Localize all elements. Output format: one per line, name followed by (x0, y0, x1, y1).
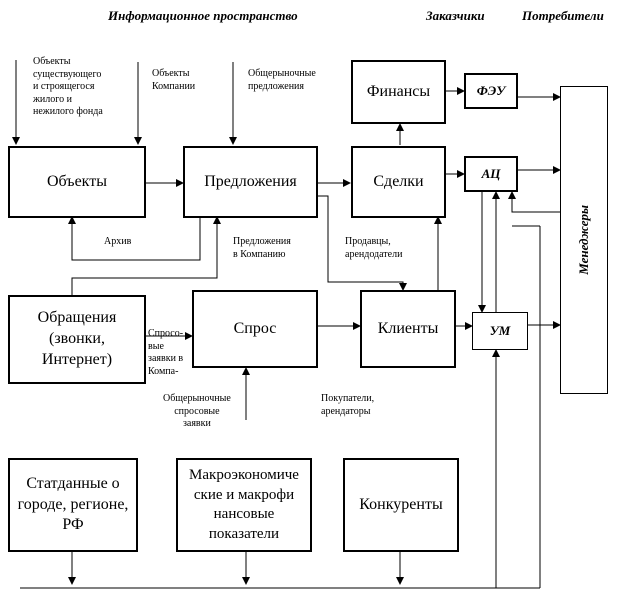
box-appeals: Обращения (звонки, Интернет) (8, 295, 146, 384)
header-customers: Заказчики (426, 8, 485, 23)
header-consumers: Потребители (522, 8, 604, 23)
label-archive: Архив (104, 236, 132, 247)
box-offers: Предложения (183, 146, 318, 218)
label-objects-existing: Объекты существующего и строящегося жило… (33, 56, 103, 117)
label-buyers-tenants: Покупатели, арендаторы (321, 393, 375, 417)
box-deals: Сделки (351, 146, 446, 218)
box-finances: Финансы (351, 60, 446, 124)
box-macro: Макроэкономиче ские и макрофи нансовые п… (176, 458, 312, 552)
box-demand: Спрос (192, 290, 318, 368)
label-demand-requests: Спросо- вые заявки в Компа- (148, 328, 184, 377)
box-um: УМ (472, 312, 528, 350)
header-info-space: Информационное пространство (108, 8, 298, 23)
label-sellers-lessors: Продавцы, арендодатели (345, 236, 403, 260)
box-managers-label: Менеджеры (576, 205, 591, 275)
label-market-offers: Общерыночные предложения (248, 68, 316, 92)
label-offers-to-company: Предложения в Компанию (233, 236, 291, 260)
box-objects: Объекты (8, 146, 146, 218)
box-clients: Клиенты (360, 290, 456, 368)
box-feu: ФЭУ (464, 73, 518, 109)
label-market-demand: Общерыночные спросовые заявки (163, 393, 231, 429)
box-competitors: Конкуренты (343, 458, 459, 552)
box-ac: АЦ (464, 156, 518, 192)
label-company-objects: Объекты Компании (152, 68, 196, 92)
box-managers: Менеджеры (560, 86, 608, 394)
box-stat: Статданные о городе, регионе, РФ (8, 458, 138, 552)
